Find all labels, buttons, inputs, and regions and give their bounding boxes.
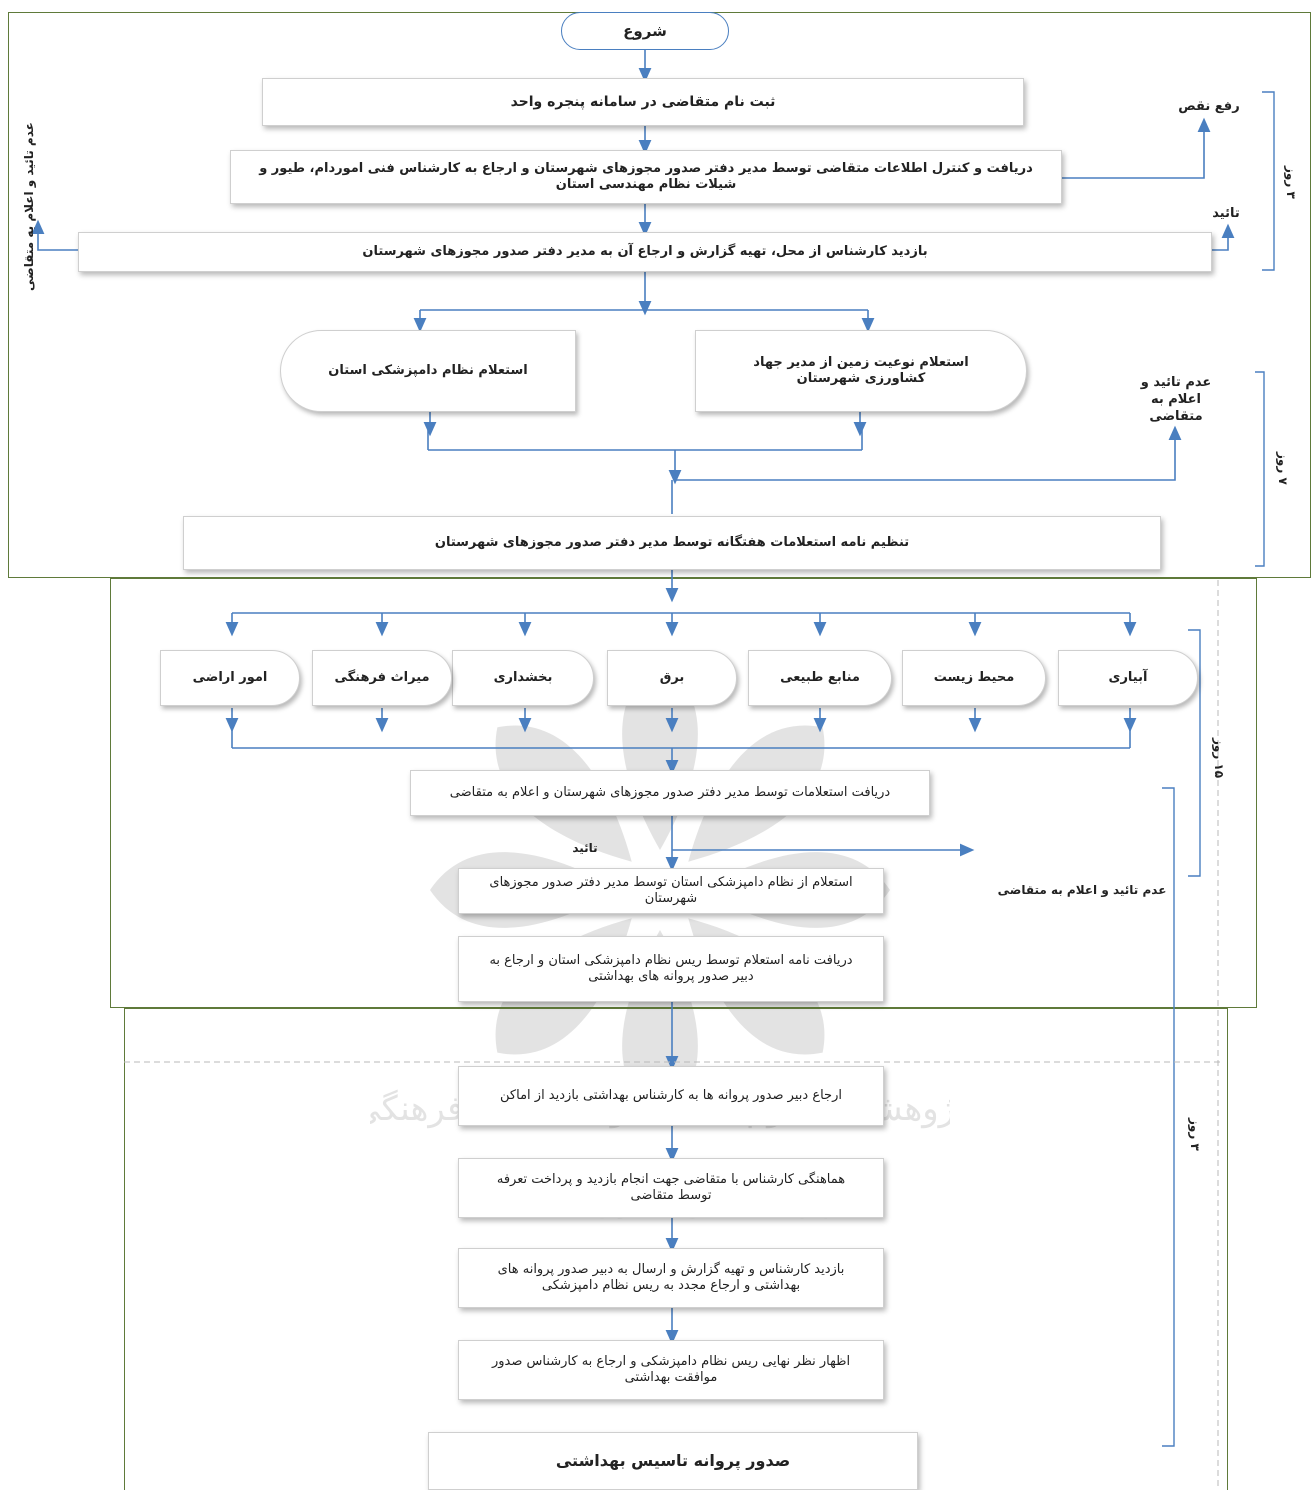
duration-1: ۳ روز	[1284, 166, 1298, 199]
step-site-visit: بازدید کارشناس از محل، تهیه گزارش و ارجا…	[78, 232, 1212, 272]
step-coordinate: هماهنگی کارشناس با متقاضی جهت انجام بازد…	[458, 1158, 884, 1218]
step-receive-check: دریافت و کنترل اطلاعات متقاضی توسط مدیر …	[230, 150, 1062, 204]
step-inquiry-land: استعلام نوعیت زمین از مدیر جهاد کشاورزی …	[695, 330, 1027, 412]
step-seven-letter: تنظیم نامه استعلامات هفتگانه توسط مدیر د…	[183, 516, 1161, 570]
label-reject-left: عدم تائید و اعلام به متقاضی	[22, 122, 36, 291]
step-vet-receive-letter: دریافت نامه استعلام توسط ریس نظام دامپزش…	[458, 936, 884, 1002]
label-approve-top: تائید	[1212, 206, 1240, 221]
agency-bakhshdari: بخشداری	[452, 650, 594, 706]
duration-4: ۳ روز	[1188, 1118, 1202, 1151]
duration-2: ۷ روز	[1276, 452, 1290, 485]
agency-manabe-tabiei: منابع طبیعی	[748, 650, 892, 706]
step-issue-license: صدور پروانه تاسیس بهداشتی	[428, 1432, 918, 1490]
agency-bargh: برق	[607, 650, 737, 706]
step-expert-visit: بازدید کارشناس و تهیه گزارش و ارسال به د…	[458, 1248, 884, 1308]
start-terminal: شروع	[561, 12, 729, 50]
step-final-opinion: اظهار نظر نهایی ریس نظام دامپزشکی و ارجا…	[458, 1340, 884, 1400]
agency-omur-arazi: امور اراضی	[160, 650, 300, 706]
step-refer-expert: ارجاع دبیر صدور پروانه ها به کارشناس بهد…	[458, 1066, 884, 1126]
agency-miras-farhangi: میراث فرهنگی	[312, 650, 452, 706]
label-approve-mid: تائید	[572, 841, 598, 855]
frame-phase-3	[124, 1008, 1228, 1490]
label-reject-bottom: عدم تائید و اعلام به متقاضی	[997, 883, 1167, 897]
label-reject-mid: عدم تائید و اعلام به متقاضی	[1140, 375, 1212, 424]
frame-phase-2	[110, 578, 1257, 1008]
step-inquiry-vet: استعلام نظام دامپزشکی استان	[280, 330, 576, 412]
duration-3: ۱۵ روز	[1212, 738, 1226, 779]
step-register: ثبت نام متقاضی در سامانه پنجره واحد	[262, 78, 1024, 126]
agency-abyari: آبیاری	[1058, 650, 1198, 706]
step-receive-inquiries: دریافت استعلامات توسط مدیر دفتر صدور مجو…	[410, 770, 930, 816]
agency-mohit-zist: محیط زیست	[902, 650, 1046, 706]
step-vet-inquiry-office: استعلام از نظام دامپزشکی استان توسط مدیر…	[458, 868, 884, 914]
label-fix-defect: رفع نقص	[1178, 99, 1240, 114]
